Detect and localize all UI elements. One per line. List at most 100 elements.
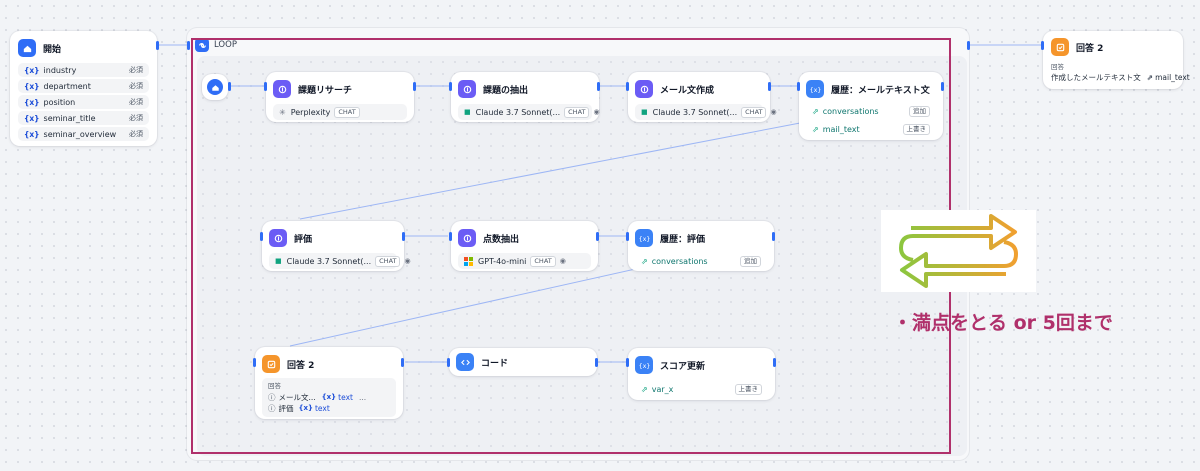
node-handle[interactable]: [260, 232, 263, 241]
variable-icon: {x}: [24, 129, 40, 139]
assign-mode-badge: 追加: [909, 105, 930, 117]
answer-outer-input-handle[interactable]: [1041, 41, 1044, 50]
node-score-update-header: {x} スコア更新: [635, 356, 768, 374]
node-handle[interactable]: [797, 82, 800, 91]
node-eval[interactable]: 評価 ■ Claude 3.7 Sonnet(... CHAT ◉: [262, 221, 411, 271]
loop-header[interactable]: LOOP: [195, 38, 237, 52]
node-extract-title: 課題の抽出: [483, 85, 529, 96]
assign-row[interactable]: ⇗ var_x 上書き: [635, 381, 768, 397]
node-history-mail-header: {x} 履歴：メールテキスト文: [806, 80, 936, 98]
bedrock-icon: ■: [641, 108, 648, 116]
eye-icon[interactable]: ◉: [404, 257, 411, 265]
assign-mode-badge: 追加: [740, 255, 761, 267]
node-research[interactable]: 課題リサーチ ✳ Perplexity CHAT: [266, 72, 414, 122]
llm-ref-icon: ⓘ: [268, 404, 276, 413]
node-score[interactable]: 点数抽出 GPT-4o-mini CHAT ◉: [451, 221, 598, 271]
start-output-handle[interactable]: [156, 41, 159, 50]
answer-line: ⓘ 評価 {x} text: [268, 403, 390, 414]
node-history-eval[interactable]: {x} 履歴：評価 ⇗ conversations 追加: [628, 221, 774, 271]
assign-row[interactable]: ⇗ conversations 追加: [806, 103, 936, 119]
model-selector[interactable]: ✳ Perplexity CHAT: [273, 104, 407, 120]
node-handle[interactable]: [413, 82, 416, 91]
answer-line-label: 評価: [278, 404, 294, 413]
variable-assign-icon: {x}: [635, 356, 653, 374]
start-var-name: position: [43, 97, 76, 107]
node-handle[interactable]: [253, 358, 256, 367]
answer-node-inner[interactable]: 回答 2 回答 ⓘ メール文... {x} text ... ⓘ 評価 {x} …: [255, 347, 403, 419]
start-var-name: seminar_title: [43, 113, 96, 123]
node-handle[interactable]: [228, 82, 231, 91]
model-selector[interactable]: GPT-4o-mini CHAT ◉: [458, 253, 591, 269]
link-icon: ⇗: [1146, 73, 1154, 82]
node-handle[interactable]: [264, 82, 267, 91]
node-extract-header: 課題の抽出: [458, 80, 592, 98]
model-name: Claude 3.7 Sonnet(...: [286, 256, 372, 266]
answer-inner-header: 回答 2: [262, 355, 396, 373]
loop-condition-annotation: ・満点をとる or 5回まで: [893, 312, 1113, 334]
node-handle[interactable]: [597, 82, 600, 91]
llm-icon: [273, 80, 291, 98]
loop-start-node[interactable]: [202, 74, 228, 100]
answer-inner-content[interactable]: 回答 ⓘ メール文... {x} text ... ⓘ 評価 {x} text: [262, 378, 396, 417]
loop-output-handle[interactable]: [967, 41, 970, 50]
assign-row[interactable]: ⇗ conversations 追加: [635, 253, 767, 269]
answer-node-outer[interactable]: 回答 2 回答 作成したメールテキスト文 ⇗ mail_text: [1043, 31, 1190, 89]
node-extract[interactable]: 課題の抽出 ■ Claude 3.7 Sonnet(... CHAT ◉: [451, 72, 600, 122]
assign-row[interactable]: ⇗ mail_text 上書き: [806, 121, 936, 137]
eye-icon[interactable]: ◉: [559, 257, 566, 265]
loop-label: LOOP: [214, 40, 237, 50]
node-handle[interactable]: [449, 82, 452, 91]
answer-outer-text: 作成したメールテキスト文: [1051, 73, 1141, 82]
node-handle[interactable]: [402, 232, 405, 241]
start-var-name: industry: [43, 65, 77, 75]
node-research-title: 課題リサーチ: [298, 85, 353, 96]
microsoft-icon: [464, 256, 473, 266]
model-tag: CHAT: [334, 106, 360, 118]
model-selector[interactable]: ■ Claude 3.7 Sonnet(... CHAT ◉: [635, 104, 777, 120]
node-handle[interactable]: [401, 358, 404, 367]
model-selector[interactable]: ■ Claude 3.7 Sonnet(... CHAT ◉: [269, 253, 411, 269]
assign-var-name: mail_text: [822, 124, 860, 134]
node-score-update[interactable]: {x} スコア更新 ⇗ var_x 上書き: [628, 348, 775, 400]
node-code[interactable]: コード: [449, 348, 597, 376]
node-handle[interactable]: [447, 358, 450, 367]
node-handle[interactable]: [768, 82, 771, 91]
eye-icon[interactable]: ◉: [770, 108, 777, 116]
svg-text:{x}: {x}: [639, 234, 650, 242]
model-selector[interactable]: ■ Claude 3.7 Sonnet(... CHAT ◉: [458, 104, 600, 120]
cycle-arrows-icon: [899, 214, 1018, 288]
variable-assign-icon: {x}: [635, 229, 653, 247]
svg-text:{x}: {x}: [639, 361, 650, 369]
node-handle[interactable]: [773, 358, 776, 367]
node-history-mail[interactable]: {x} 履歴：メールテキスト文 ⇗ conversations 追加 ⇗ mai…: [799, 72, 943, 140]
llm-ref-icon: ⓘ: [268, 393, 276, 402]
node-handle[interactable]: [626, 232, 629, 241]
eye-icon[interactable]: ◉: [593, 108, 600, 116]
answer-line-var: text: [314, 404, 330, 413]
node-mail[interactable]: メール文作成 ■ Claude 3.7 Sonnet(... CHAT ◉: [628, 72, 777, 122]
loop-input-handle[interactable]: [187, 41, 190, 50]
node-score-title: 点数抽出: [483, 234, 520, 245]
model-tag: CHAT: [375, 255, 401, 267]
model-name: Claude 3.7 Sonnet(...: [652, 107, 738, 117]
node-handle[interactable]: [595, 358, 598, 367]
answer-outer-title: 回答 2: [1076, 43, 1104, 54]
node-handle[interactable]: [596, 232, 599, 241]
loop-arrows-illustration: [881, 210, 1036, 292]
assign-var-name: conversations: [822, 106, 879, 116]
required-badge: 必須: [129, 130, 143, 138]
node-handle[interactable]: [772, 232, 775, 241]
node-handle[interactable]: [941, 82, 944, 91]
node-handle[interactable]: [626, 358, 629, 367]
node-handle[interactable]: [626, 82, 629, 91]
node-handle[interactable]: [449, 232, 452, 241]
home-icon: [207, 79, 223, 95]
